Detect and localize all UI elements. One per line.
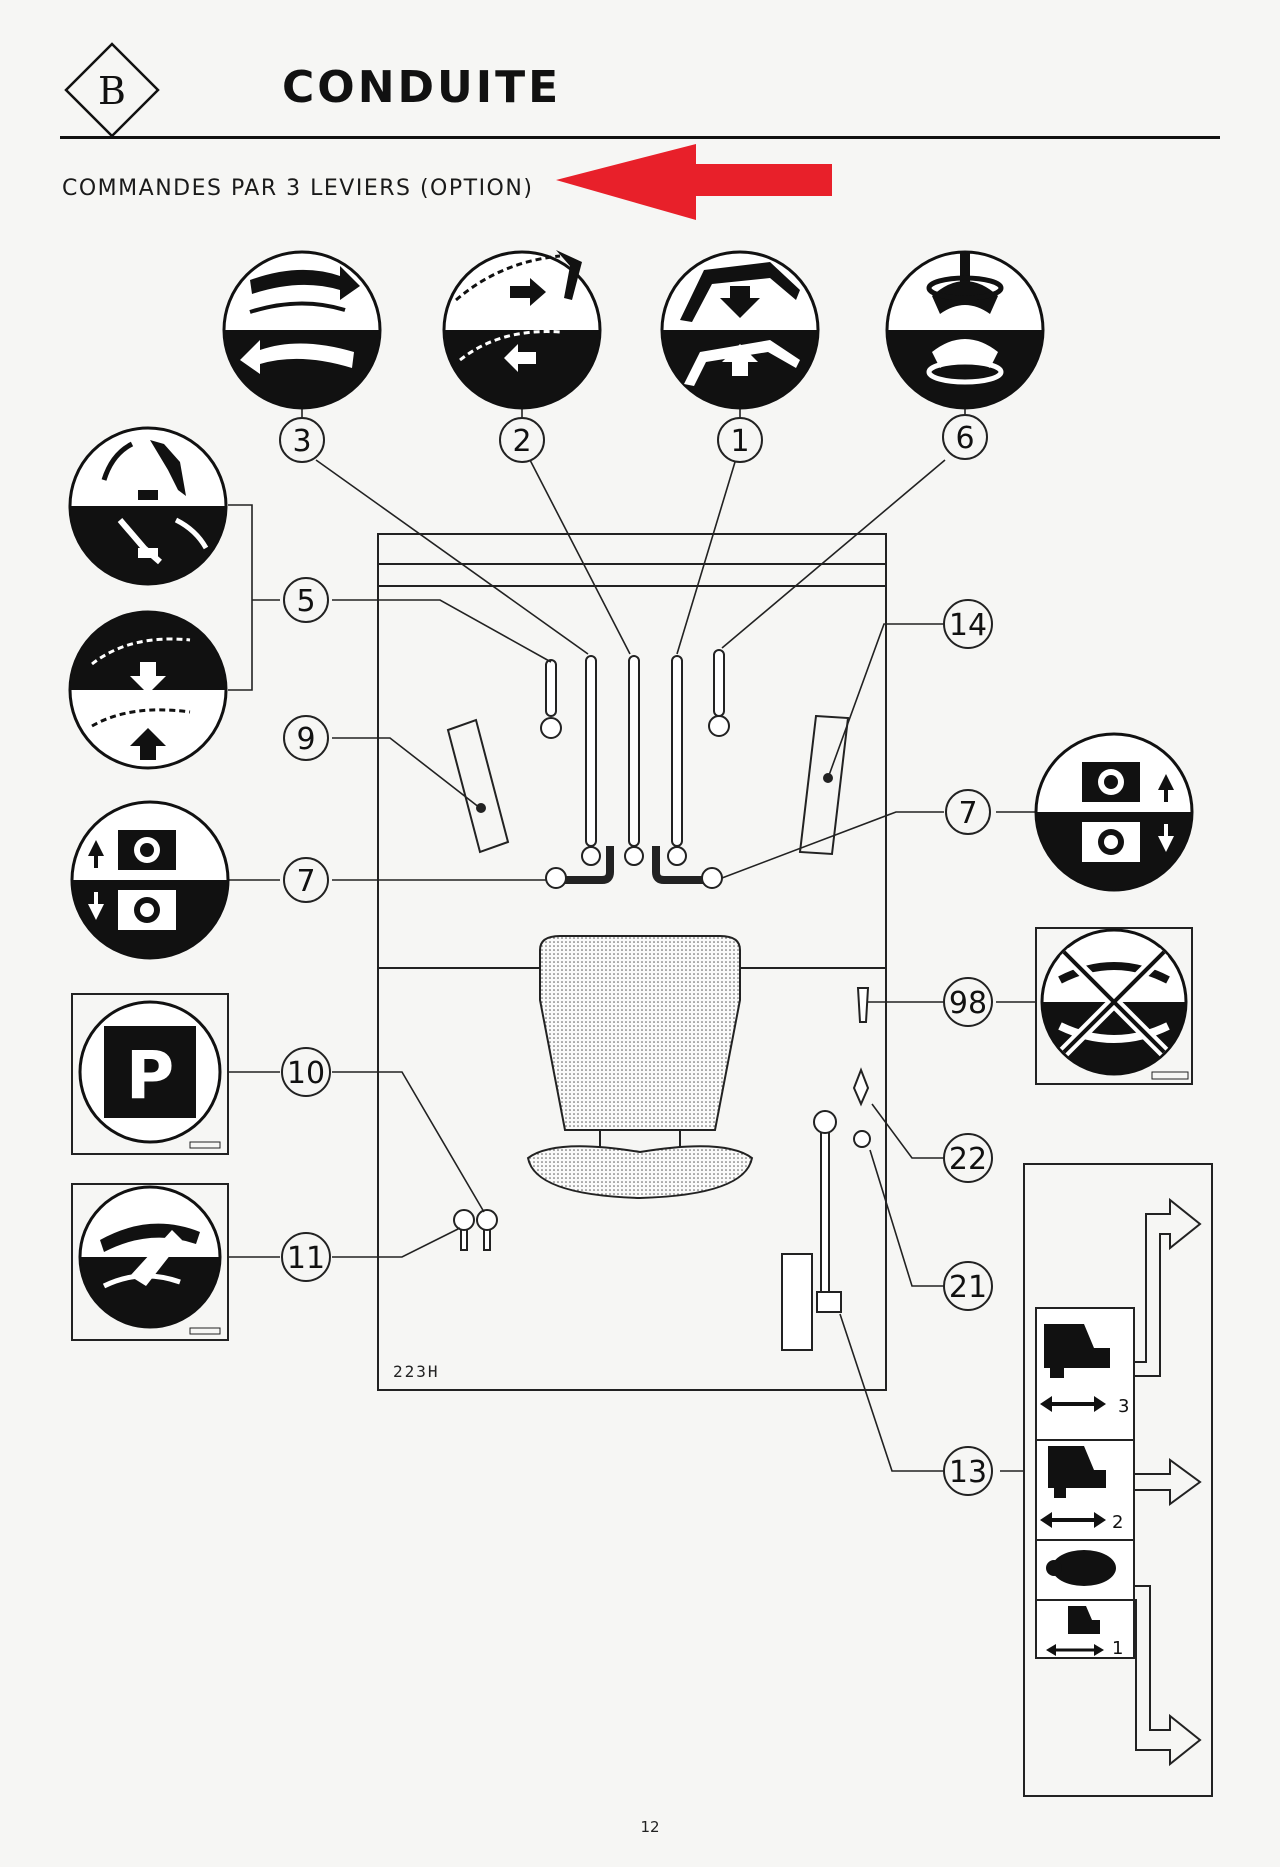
svg-text:1: 1 [730,424,749,459]
grab-rotation-icon [885,250,1045,410]
header-divider [60,136,1220,139]
callout-5: 5 [283,577,329,623]
svg-text:11: 11 [287,1241,325,1276]
callout-21: 21 [943,1261,993,1311]
machine-code: 223H [393,1362,440,1381]
svg-text:98: 98 [949,986,987,1021]
pedal-14 [798,714,850,856]
callout-98: 98 [943,977,993,1027]
svg-text:13: 13 [949,1455,987,1490]
section-letter: B [98,69,126,113]
travel-left-icon [70,800,230,960]
svg-text:6: 6 [955,421,974,456]
callout-2: 2 [499,417,545,463]
svg-text:9: 9 [296,722,315,757]
boom-raise-icon [660,250,820,410]
dipper-arm-icon [442,250,602,410]
travel-right-icon [1034,732,1194,892]
pedal-9 [446,718,510,854]
travel-speed-panel: 3 2 1 [1023,1163,1213,1797]
callout-14: 14 [943,599,993,649]
operator-seat [526,935,754,1200]
callout-1: 1 [717,417,763,463]
svg-text:7: 7 [296,864,315,899]
red-arrow-icon [556,144,832,220]
parking-letter: P [126,1037,174,1114]
page-number: 12 [640,1818,660,1836]
stabilizer-icon [68,610,228,770]
callout-7-left: 7 [283,857,329,903]
parking-brake-icon: P [71,993,229,1155]
svg-text:5: 5 [296,584,315,619]
svg-text:10: 10 [287,1056,325,1091]
callout-13: 13 [943,1446,993,1496]
page-title: CONDUITE [282,62,562,113]
callout-10: 10 [281,1047,331,1097]
callout-22: 22 [943,1133,993,1183]
control-levers [453,649,871,1351]
section-subtitle: COMMANDES PAR 3 LEVIERS (OPTION) [62,176,534,201]
no-rotation-icon [1035,927,1193,1085]
leader-lines [228,404,1036,1472]
callout-7-right: 7 [945,789,991,835]
svg-text:7: 7 [958,796,977,831]
svg-text:21: 21 [949,1270,987,1305]
callout-6: 6 [942,414,988,460]
gear-3-label: 3 [1118,1396,1129,1417]
svg-text:2: 2 [512,424,531,459]
boom-swing-icon [222,250,382,410]
gear-2-label: 2 [1112,1512,1123,1533]
callout-3: 3 [279,417,325,463]
blade-control-icon [68,426,228,586]
callout-11: 11 [281,1232,331,1282]
svg-text:14: 14 [949,608,987,643]
callout-9: 9 [283,715,329,761]
svg-text:3: 3 [292,424,311,459]
svg-text:22: 22 [949,1142,987,1177]
gear-1-label: 1 [1112,1638,1123,1659]
swing-lock-icon [71,1183,229,1341]
